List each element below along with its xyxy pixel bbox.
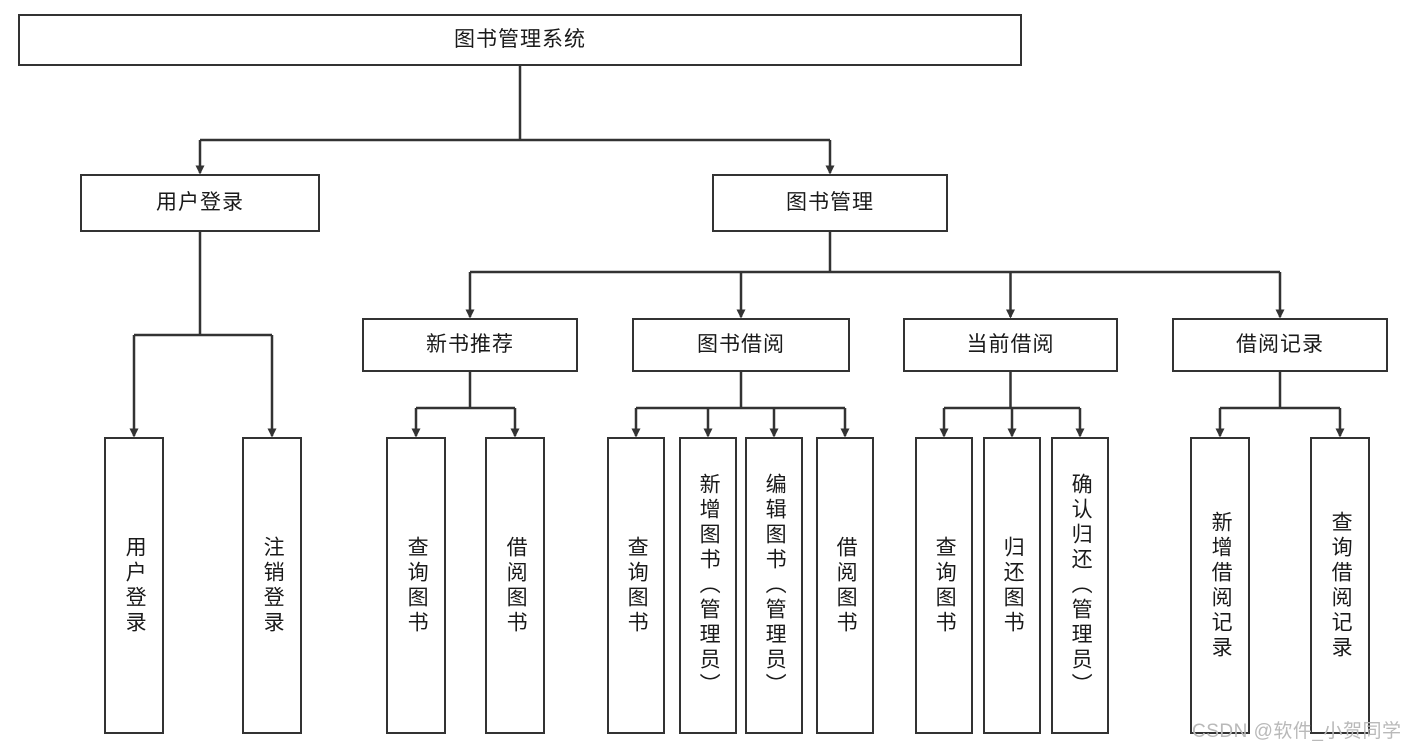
node-label-book-manage: 图书管理	[786, 191, 874, 215]
node-leaf-add-record[interactable]: 新增借阅记录	[1190, 437, 1250, 734]
node-book-manage[interactable]: 图书管理	[712, 174, 948, 232]
node-leaf-confirm-return[interactable]: 确认归还（管理员）	[1051, 437, 1109, 734]
node-new-book-rec[interactable]: 新书推荐	[362, 318, 578, 372]
node-leaf-return-book[interactable]: 归还图书	[983, 437, 1041, 734]
node-borrow-record[interactable]: 借阅记录	[1172, 318, 1388, 372]
node-user-login[interactable]: 用户登录	[80, 174, 320, 232]
node-leaf-query-record[interactable]: 查询借阅记录	[1310, 437, 1370, 734]
node-root[interactable]: 图书管理系统	[18, 14, 1022, 66]
node-leaf-query-book-rec[interactable]: 查询图书	[386, 437, 446, 734]
node-label-leaf-confirm-return: 确认归还（管理员）	[1069, 473, 1093, 698]
node-label-leaf-return-book: 归还图书	[1001, 535, 1025, 636]
node-leaf-add-book[interactable]: 新增图书（管理员）	[679, 437, 737, 734]
node-book-borrow[interactable]: 图书借阅	[632, 318, 850, 372]
node-label-leaf-query-book-current: 查询图书	[933, 535, 957, 636]
node-leaf-borrow-book-rec[interactable]: 借阅图书	[485, 437, 545, 734]
node-label-new-book-rec: 新书推荐	[426, 333, 514, 357]
node-label-user-login: 用户登录	[156, 191, 244, 215]
node-current-borrow[interactable]: 当前借阅	[903, 318, 1118, 372]
node-label-root: 图书管理系统	[454, 28, 586, 52]
node-label-leaf-add-book: 新增图书（管理员）	[697, 473, 721, 698]
node-leaf-logout[interactable]: 注销登录	[242, 437, 302, 734]
node-label-borrow-record: 借阅记录	[1236, 333, 1324, 357]
node-label-leaf-query-book-rec: 查询图书	[405, 535, 429, 636]
node-leaf-edit-book[interactable]: 编辑图书（管理员）	[745, 437, 803, 734]
node-label-leaf-query-book-borrow: 查询图书	[625, 535, 649, 636]
node-leaf-borrow-book[interactable]: 借阅图书	[816, 437, 874, 734]
node-leaf-user-login[interactable]: 用户登录	[104, 437, 164, 734]
node-label-leaf-user-login: 用户登录	[123, 535, 147, 636]
node-leaf-query-book-borrow[interactable]: 查询图书	[607, 437, 665, 734]
node-label-leaf-add-record: 新增借阅记录	[1209, 510, 1233, 661]
node-label-book-borrow: 图书借阅	[697, 333, 785, 357]
node-label-leaf-borrow-book: 借阅图书	[834, 535, 858, 636]
node-label-leaf-edit-book: 编辑图书（管理员）	[763, 473, 787, 698]
node-label-leaf-logout: 注销登录	[261, 535, 285, 636]
node-label-leaf-query-record: 查询借阅记录	[1329, 510, 1353, 661]
node-label-leaf-borrow-book-rec: 借阅图书	[504, 535, 528, 636]
node-leaf-query-book-current[interactable]: 查询图书	[915, 437, 973, 734]
node-label-current-borrow: 当前借阅	[966, 333, 1055, 357]
